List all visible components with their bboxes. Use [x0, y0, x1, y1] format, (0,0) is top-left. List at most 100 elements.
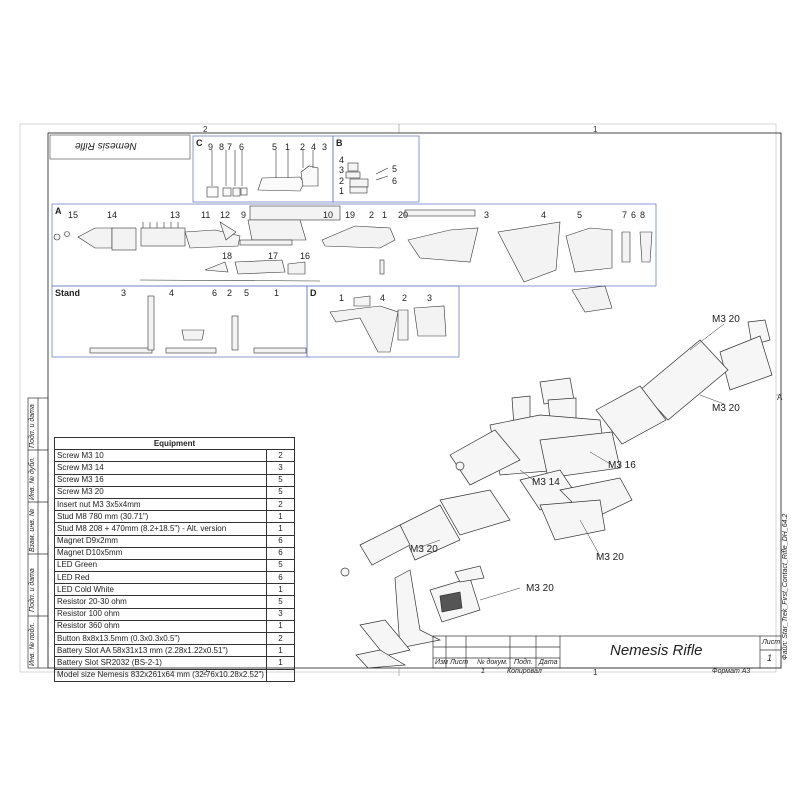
strip-label: Взам. инв. №	[29, 508, 36, 552]
file-label: Файл: Star_Trek_First_Contact_Rifle_DH_6…	[782, 513, 789, 660]
part-number: 1	[339, 293, 345, 303]
part-number: 4	[380, 293, 386, 303]
equipment-item: Battery Slot SR2032 (BS-2-1)	[54, 656, 267, 670]
view-c-parts	[206, 150, 319, 198]
part-number: 6	[212, 288, 218, 298]
equipment-item: Screw M3 20	[54, 485, 267, 499]
part-number: 1	[285, 142, 291, 152]
part-number: 5	[392, 164, 398, 174]
zone-right-a: A	[777, 393, 783, 402]
part-number: 3	[339, 165, 345, 175]
part-number: 2	[369, 210, 375, 220]
equipment-item: Screw M3 14	[54, 461, 267, 475]
equipment-qty: 3	[265, 461, 296, 475]
equipment-row: Button 8x8x13.5mm (0.3x0.3x0.5")2	[54, 631, 296, 646]
equipment-header: Equipment	[54, 436, 295, 451]
part-number: 13	[170, 210, 181, 220]
part-number: 6	[631, 210, 637, 220]
equipment-item: Insert nut M3 3x5x4mm	[54, 497, 267, 512]
equipment-row: Battery Slot SR2032 (BS-2-1)1	[54, 656, 296, 670]
part-number: 5	[577, 210, 583, 220]
equipment-item: Stud M8 780 mm (30.71")	[54, 510, 267, 524]
equipment-qty: 5	[265, 485, 296, 499]
equipment-row: Stud M8 780 mm (30.71")1	[54, 510, 296, 524]
equipment-qty: 2	[265, 631, 296, 646]
view-label-stand: Stand	[55, 288, 81, 298]
view-frames	[51, 135, 657, 358]
screw-callout: M3 20	[712, 314, 740, 325]
part-number: 16	[300, 251, 311, 261]
tb-col-doc: № докум.	[477, 659, 508, 666]
view-b-parts	[345, 162, 389, 194]
equipment-qty: 6	[265, 534, 296, 548]
part-number: 3	[322, 142, 328, 152]
left-strip-lines	[27, 397, 49, 669]
isometric-assembly	[340, 319, 773, 669]
part-number: 2	[339, 176, 345, 186]
callout-leaders	[417, 323, 725, 601]
equipment-qty: 1	[265, 656, 296, 670]
equipment-qty: 1	[265, 619, 296, 634]
equipment-item: Magnet D10x5mm	[54, 546, 267, 560]
zone-top-2: 2	[203, 125, 208, 134]
part-number: 12	[220, 210, 231, 220]
equipment-item: Stud M8 208 + 470mm (8.2+18.5") - Alt. v…	[54, 522, 267, 536]
equipment-qty: 6	[265, 546, 296, 560]
equipment-row: Stud M8 208 + 470mm (8.2+18.5") - Alt. v…	[54, 522, 296, 536]
part-number: 1	[382, 210, 388, 220]
part-number: 4	[339, 155, 345, 165]
equipment-item: Screw M3 16	[54, 473, 267, 487]
part-number: 6	[239, 142, 245, 152]
part-number: 10	[323, 210, 334, 220]
part-number: 2	[227, 288, 233, 298]
part-number: 6	[392, 176, 398, 186]
equipment-item: Magnet D9x2mm	[54, 534, 267, 548]
view-label-d: D	[310, 288, 317, 298]
equipment-qty: 2	[265, 449, 296, 463]
part-number: 1	[339, 186, 345, 196]
strip-label: Подп. и дата	[29, 568, 36, 612]
part-number: 9	[208, 142, 214, 152]
zone-bottom-1: 1	[593, 668, 598, 677]
equipment-item: LED Cold White	[54, 583, 267, 597]
part-number: 19	[345, 210, 356, 220]
equipment-item: Model size Nemesis 832x261x64 mm (32.76x…	[54, 668, 267, 682]
view-label-b: B	[336, 138, 343, 148]
mirrored-title: Nemesis Rifle	[75, 140, 137, 151]
stand-parts	[89, 295, 307, 354]
part-number: 17	[268, 251, 279, 261]
equipment-row: Battery Slot AA 58x31x13 mm (2.28x1.22x0…	[54, 644, 296, 658]
part-number: 9	[241, 210, 247, 220]
part-number: 4	[169, 288, 175, 298]
sheet-label: Лист	[762, 639, 781, 646]
part-number: 7	[622, 210, 628, 220]
strip-label: Инв. № подл.	[29, 622, 36, 666]
tb-col-izm: Изм	[435, 659, 448, 666]
part-number: 4	[311, 142, 317, 152]
equipment-item: Button 8x8x13.5mm (0.3x0.3x0.5")	[54, 631, 267, 646]
part-number: 20	[398, 210, 409, 220]
part-number: 8	[640, 210, 646, 220]
part-number: 4	[541, 210, 547, 220]
part-number: 5	[272, 142, 278, 152]
outer-frame	[19, 123, 777, 673]
format-label: Формат А3	[712, 668, 751, 675]
screw-callout: M3 20	[526, 583, 554, 594]
drawing-title: Nemesis Rifle	[610, 642, 703, 659]
screw-callout: M3 16	[608, 460, 636, 471]
part-number: 2	[300, 142, 306, 152]
equipment-qty	[265, 668, 296, 682]
strip-label: Инв. № дубл.	[29, 456, 36, 500]
equipment-item: Resistor 20-30 ohm	[54, 595, 267, 609]
equipment-row: Model size Nemesis 832x261x64 mm (32.76x…	[54, 668, 296, 682]
